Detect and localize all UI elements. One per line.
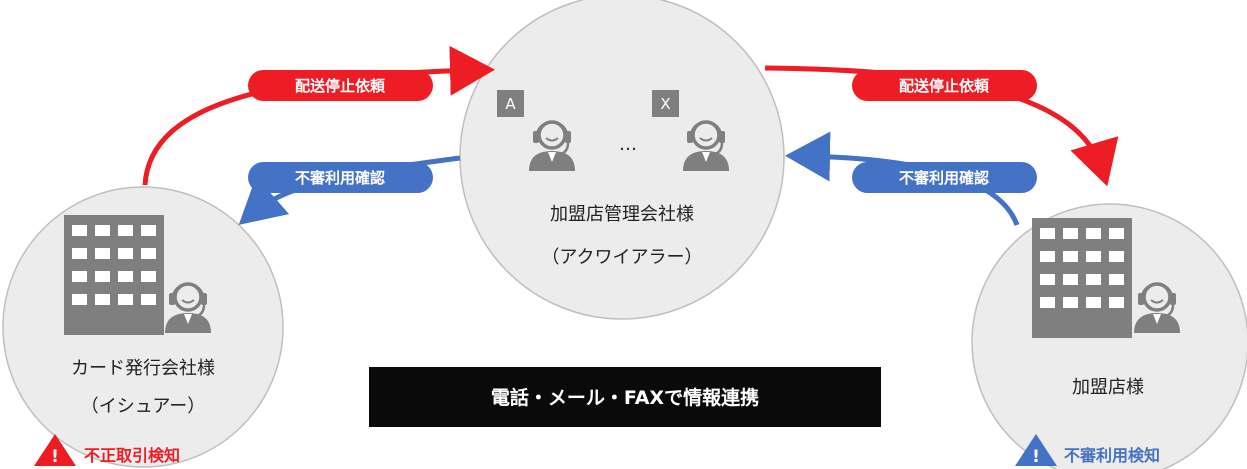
merchant-title: 加盟店様 (1072, 377, 1144, 398)
info-sharing-text: 電話・メール・FAXで情報連携 (491, 386, 759, 409)
fraud-warning-icon: ! (34, 434, 76, 467)
stop-request-label-left: 配送停止依頼 (295, 77, 386, 95)
operator-x-label: X (660, 95, 670, 113)
operator-a-tag (497, 90, 524, 117)
stop-request-pill-right (852, 70, 1037, 101)
suspicious-check-label-left: 不審利用確認 (295, 169, 385, 187)
suspicious-check-label-right: 不審利用確認 (899, 169, 989, 187)
acquirer-title: 加盟店管理会社様 (550, 204, 694, 225)
operator-a-label: A (505, 95, 516, 113)
svg-text:!: ! (1032, 447, 1040, 467)
acquirer-subtitle: （アクワイアラー） (541, 247, 702, 268)
suspicious-check-pill-left (248, 162, 433, 193)
operator-x-tag (652, 90, 679, 117)
suspicious-warning-icon: ! (1015, 434, 1057, 467)
fraud-detection-label: 不正取引検知 (84, 446, 180, 465)
svg-text:!: ! (51, 447, 59, 467)
info-sharing-banner (369, 367, 881, 427)
acquirer-node (459, 0, 785, 320)
suspicious-check-pill-right (852, 162, 1037, 193)
issuer-building-icon (64, 215, 164, 335)
suspicious-detection-label: 不審利用検知 (1064, 446, 1160, 465)
operator-ellipsis: … (619, 134, 637, 155)
stop-request-label-right: 配送停止依頼 (899, 77, 990, 95)
stop-request-pill-left (248, 70, 433, 101)
merchant-building-icon (1032, 218, 1132, 338)
issuer-subtitle: （イシュアー） (81, 396, 206, 417)
issuer-title: カード発行会社様 (71, 358, 215, 379)
